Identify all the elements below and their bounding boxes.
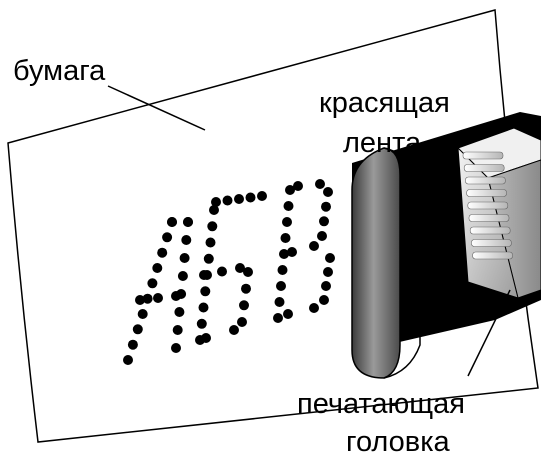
letter-v-dot	[325, 253, 335, 263]
letter-v-dot	[283, 201, 294, 211]
letter-b-dot	[245, 192, 256, 203]
paper-leader-line	[107, 85, 206, 131]
ribbon-label-line1: красящая	[319, 87, 450, 119]
print-head-pin	[472, 251, 513, 260]
letter-a-dot	[172, 325, 183, 335]
paper-label: бумага	[13, 55, 106, 87]
letter-v-dot	[317, 231, 327, 241]
letter-b-dot	[205, 237, 216, 248]
letter-a-dot	[142, 293, 153, 304]
print-head-pin	[463, 164, 505, 172]
letter-v-dot	[277, 265, 288, 275]
letter-a-dot	[179, 253, 190, 263]
dot-matrix-letters	[123, 179, 335, 365]
letter-a-dot	[127, 339, 138, 350]
letter-a-dot	[157, 247, 168, 258]
head-label-line1: печатающая	[297, 388, 465, 420]
print-head-pin	[468, 214, 510, 222]
letter-v-dot	[293, 181, 303, 191]
print-head	[457, 127, 541, 299]
letter-b-dot	[241, 283, 251, 294]
letter-b-dot	[200, 286, 211, 297]
letter-v-dot	[274, 297, 285, 307]
letter-v-dot	[309, 241, 319, 251]
letter-v-dot	[315, 179, 325, 189]
letter-a-dot	[171, 343, 181, 353]
letter-a-dot	[153, 293, 163, 303]
ribbon-curl-edge	[383, 147, 421, 379]
letter-a-dot	[135, 295, 145, 305]
letter-a-dot	[183, 217, 193, 227]
letter-b-dot	[239, 300, 249, 311]
letter-a-dot	[137, 309, 148, 319]
ribbon-label-line2: лента	[343, 127, 422, 159]
letter-v-dot	[276, 281, 286, 291]
letter-v-dot	[309, 303, 319, 313]
letter-a-dot	[171, 291, 181, 301]
letter-a-dot	[174, 307, 185, 317]
letter-b-dot	[235, 263, 245, 273]
print-head-pin	[471, 239, 512, 247]
letter-b-dot	[222, 195, 233, 206]
ribbon-curl	[351, 147, 401, 379]
letter-b-dot	[217, 266, 227, 277]
letter-a-dot	[167, 217, 177, 227]
letter-b-dot	[234, 194, 244, 204]
print-head-pin	[467, 201, 509, 210]
letter-b-dot	[201, 333, 211, 343]
letter-v-dot	[283, 309, 293, 319]
ribbon-label-backdrop	[316, 86, 420, 122]
letter-v-dot	[323, 267, 333, 277]
letter-a-dot	[162, 232, 173, 243]
letter-a-dot	[152, 263, 163, 273]
head-label-line2: головка	[346, 426, 451, 458]
letter-b-dot	[257, 191, 267, 201]
letter-v-dot	[287, 247, 297, 257]
letter-b-dot	[209, 205, 219, 215]
print-head-pin	[469, 226, 511, 235]
letter-a-dot	[147, 278, 158, 289]
letter-b-dot	[243, 267, 253, 277]
letter-v-dot	[323, 187, 333, 197]
print-head-pin	[462, 151, 504, 160]
letter-v-dot	[280, 233, 291, 243]
letter-b-dot	[207, 221, 218, 232]
letter-v-dot	[321, 281, 331, 291]
letter-a-dot	[132, 324, 143, 335]
letter-b-dot	[237, 317, 247, 327]
letter-b-dot	[211, 197, 221, 207]
letter-a-dot	[123, 355, 133, 365]
letter-a-dot	[181, 235, 192, 245]
print-head-pin	[466, 189, 507, 197]
letter-b-dot	[203, 253, 214, 264]
letter-v-dot	[319, 216, 329, 227]
letter-v-dot	[279, 249, 289, 259]
letter-v-dot	[319, 295, 329, 305]
head-leader-line	[467, 289, 511, 377]
letter-v-dot	[273, 313, 283, 323]
letter-v-dot	[285, 185, 295, 195]
letter-b-dot	[196, 318, 207, 329]
letter-b-dot	[198, 302, 209, 313]
print-head-pin	[465, 176, 506, 185]
letter-v-dot	[321, 201, 331, 212]
letter-b-dot	[229, 325, 239, 335]
letter-b-dot	[199, 270, 209, 280]
letter-v-dot	[282, 217, 292, 227]
letter-a-dot	[177, 271, 188, 281]
